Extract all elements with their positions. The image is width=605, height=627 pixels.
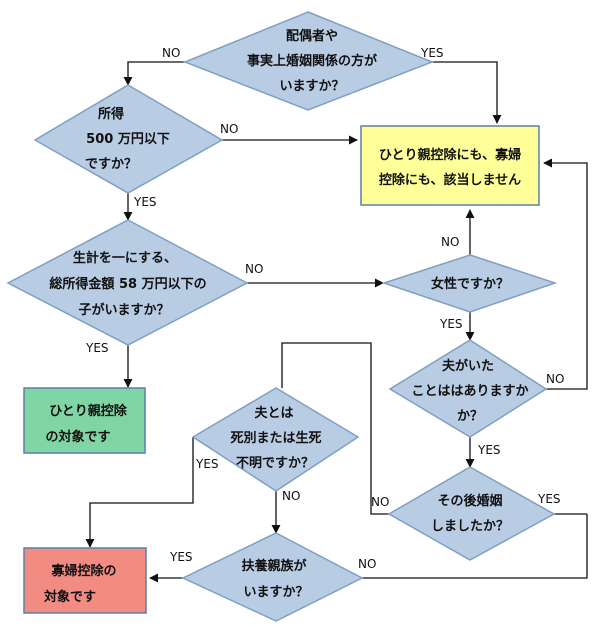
child-line-2: 総所得金額 58 万円以下の xyxy=(49,276,206,292)
edge-dependents-no xyxy=(362,514,588,579)
label-remarried-yes: YES xyxy=(537,492,561,506)
result-hitori-line-1: ひとり親控除 xyxy=(49,403,128,419)
result-widow-line-1: 寡婦控除の xyxy=(50,563,116,579)
label-income-no: NO xyxy=(220,122,238,136)
decision-husband: 夫がいた ことははありますか か？ xyxy=(388,339,548,438)
dependents-line-1: 扶養親族が xyxy=(241,558,306,574)
husband-line-3: か？ xyxy=(457,409,483,424)
spouse-line-2: 事実上婚姻関係の方が xyxy=(247,53,377,69)
edge-spouse-no xyxy=(123,61,185,86)
decision-dependents: 扶養親族が いますか？ xyxy=(181,532,364,622)
spouse-line-3: いますか？ xyxy=(279,79,344,94)
decision-spouse: 配偶者や 事実上婚姻関係の方が いますか？ xyxy=(182,11,435,111)
child-line-3: 子がいますか？ xyxy=(78,302,169,318)
result-widow-line-2: 対象です xyxy=(43,589,96,605)
result-none-line-2: 控除にも、該当しません xyxy=(379,172,521,188)
label-death-no: NO xyxy=(282,489,300,503)
decision-husband-death: 夫とは 死別または生死 不明ですか？ xyxy=(191,387,360,492)
diamond-child xyxy=(6,219,249,346)
income-line-3: ですか？ xyxy=(85,157,137,172)
label-husband-no: NO xyxy=(546,372,564,386)
decision-child: 生計を一にする、 総所得金額 58 万円以下の 子がいますか？ xyxy=(6,219,249,346)
label-dependents-yes: YES xyxy=(169,550,193,564)
result-none: ひとり親控除にも、寡婦 控除にも、該当しません xyxy=(360,125,540,206)
result-hitori: ひとり親控除 の対象です xyxy=(23,387,146,454)
label-child-yes: YES xyxy=(85,341,109,355)
label-child-no: NO xyxy=(245,262,263,276)
diamond-income xyxy=(33,84,224,194)
income-line-2: 500 万円以下 xyxy=(86,132,170,147)
diamond-remarried xyxy=(387,466,556,561)
result-hitori-line-2: の対象です xyxy=(45,429,110,445)
edge-remarried-no xyxy=(281,342,389,515)
husband-line-2: ことははありますか xyxy=(411,384,528,399)
label-income-yes: YES xyxy=(133,195,157,209)
death-line-2: 死別または生死 xyxy=(230,430,321,446)
death-line-3: 不明ですか？ xyxy=(236,456,314,471)
decision-income: 所得 500 万円以下 ですか？ xyxy=(33,84,224,194)
spouse-line-1: 配偶者や xyxy=(286,28,338,44)
label-death-yes: YES xyxy=(195,457,219,471)
label-husband-yes: YES xyxy=(477,443,501,457)
remarried-line-2: しましたか？ xyxy=(431,519,509,534)
income-line-1: 所得 xyxy=(98,106,124,122)
label-remarried-no: NO xyxy=(371,495,389,509)
label-spouse-no: NO xyxy=(162,46,180,60)
label-spouse-yes: YES xyxy=(420,46,444,60)
diamond-husband-death xyxy=(191,387,360,492)
edge-spouse-yes xyxy=(432,61,502,124)
label-female-no: NO xyxy=(441,235,459,249)
female-line-1: 女性ですか？ xyxy=(431,276,509,292)
decision-female: 女性ですか？ xyxy=(381,254,558,313)
label-dependents-no: NO xyxy=(358,557,376,571)
diamond-dependents xyxy=(181,532,364,622)
edge-husband-no xyxy=(543,158,588,390)
result-none-box xyxy=(360,125,540,206)
result-widow: 寡婦控除の 対象です xyxy=(23,547,147,614)
connectors xyxy=(85,61,588,583)
dependents-line-2: いますか？ xyxy=(243,585,308,600)
edge-labels: NO YES NO YES NO YES NO YES NO YES YES N… xyxy=(85,46,564,571)
diamond-female xyxy=(381,254,558,313)
death-line-1: 夫とは xyxy=(254,405,293,421)
child-line-1: 生計を一にする、 xyxy=(73,250,177,266)
diamond-spouse xyxy=(182,11,435,111)
result-widow-box xyxy=(23,547,147,614)
result-none-line-1: ひとり親控除にも、寡婦 xyxy=(379,147,521,163)
diamond-husband xyxy=(388,339,548,438)
husband-line-1: 夫がいた xyxy=(442,358,494,374)
remarried-line-1: その後婚姻 xyxy=(437,493,502,509)
result-hitori-box xyxy=(23,387,146,454)
decision-remarried: その後婚姻 しましたか？ xyxy=(387,466,556,561)
label-female-yes: YES xyxy=(439,317,463,331)
edge-death-yes xyxy=(85,437,194,548)
